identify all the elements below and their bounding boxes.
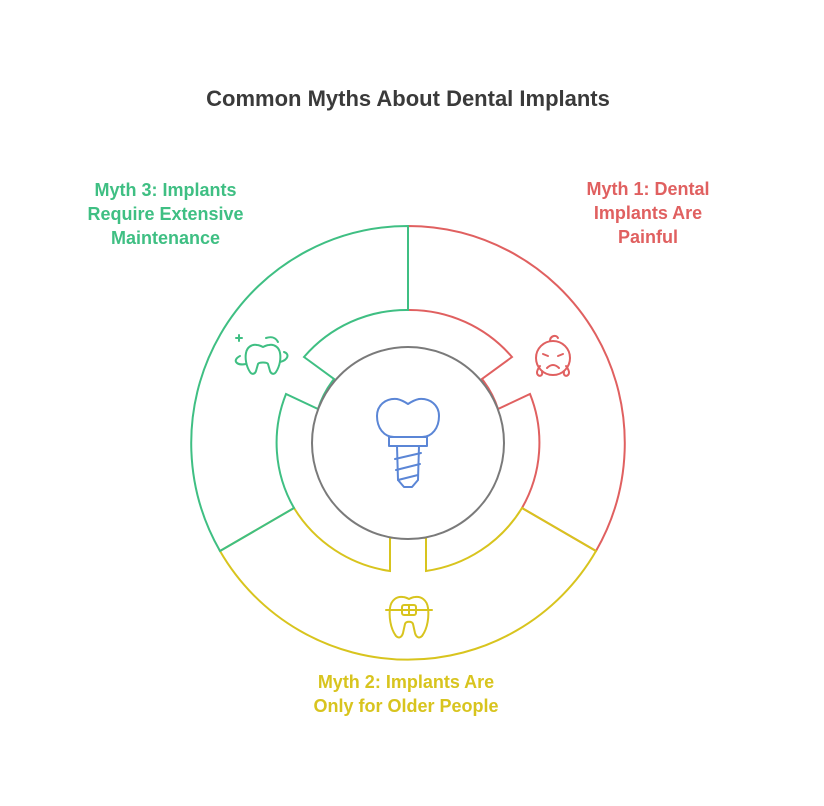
clean-tooth-icon [234, 334, 289, 375]
tooth-braces-icon [385, 595, 433, 639]
myth-3-label-line: Require Extensive [87, 204, 244, 224]
myth-1-label-line: Myth 1: Dental [586, 179, 710, 199]
crying-face-icon [535, 334, 571, 377]
myth-2-label-line: Only for Older People [313, 696, 499, 716]
center-circle [311, 346, 505, 540]
myth-2-label: Myth 2: Implants Are Only for Older Peop… [286, 670, 526, 718]
myth-3-segment [190, 224, 409, 553]
myth-1-label-line: Painful [617, 227, 678, 247]
myth-1-label-line: Implants Are [593, 203, 703, 223]
dental-implant-icon [376, 397, 440, 488]
myth-3-label-line: Maintenance [110, 228, 221, 248]
myth-2-label-line: Myth 2: Implants Are [317, 672, 495, 692]
myth-1-label: Myth 1: Dental Implants Are Painful [548, 177, 748, 249]
myth-3-label: Myth 3: Implants Require Extensive Maint… [58, 178, 273, 250]
myth-3-label-line: Myth 3: Implants [94, 180, 237, 200]
diagram-title: Common Myths About Dental Implants [206, 86, 610, 111]
